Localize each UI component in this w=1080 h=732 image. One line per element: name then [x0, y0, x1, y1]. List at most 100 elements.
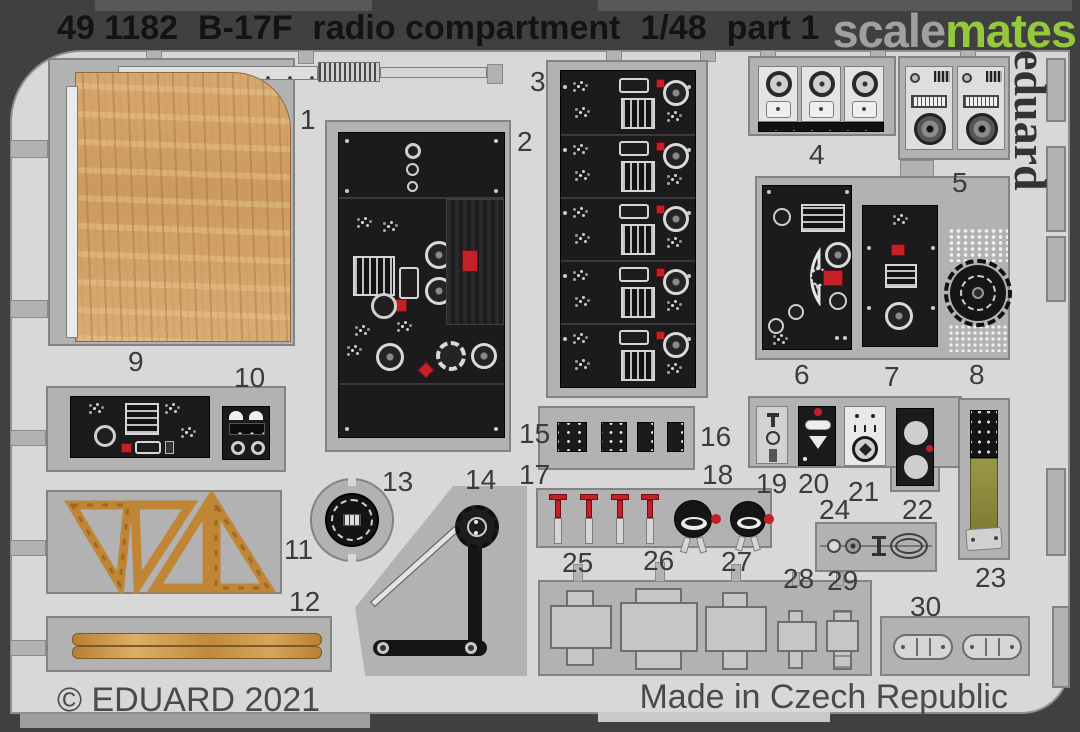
fret-tab [700, 50, 716, 62]
radio-module [561, 136, 695, 199]
part-label-1: 1 [300, 104, 316, 135]
hinge-strip [380, 67, 487, 78]
pilot-light-icon [910, 73, 920, 83]
screw-dot [931, 306, 935, 310]
screw-dot [687, 85, 691, 89]
watermark-mates: mates [945, 4, 1077, 57]
part-12-wood-rail [72, 646, 322, 659]
red-placard [462, 250, 478, 272]
arm-eye-icon [377, 642, 389, 654]
part-label-14: 14 [465, 464, 497, 495]
part-30-hinge-fitting [893, 634, 953, 660]
lever-shaft [617, 500, 623, 518]
part-24-centerline [820, 545, 932, 547]
hinge-bracket [487, 64, 503, 84]
hinge-coil [318, 62, 380, 82]
set-name: radio compartment [312, 9, 621, 47]
part-19-bracket [756, 406, 788, 464]
part-label-16: 16 [700, 421, 732, 452]
part-12-wood-rail [72, 633, 322, 646]
part-number-text: part 1 [726, 9, 820, 47]
part-label-2: 2 [517, 126, 533, 157]
knob-icon [825, 242, 851, 268]
copyright-text: © EDUARD 2021 [57, 681, 321, 719]
part-label-19: 19 [756, 468, 788, 499]
red-indicator [656, 142, 665, 151]
module-tuner-window [621, 287, 655, 318]
screw-dot [845, 190, 849, 194]
fret-tab [792, 572, 800, 586]
linkage-ring-icon [827, 539, 841, 553]
jack-ring-icon [773, 208, 791, 226]
screw-dot [843, 336, 847, 340]
dome-icon [229, 411, 243, 420]
screw-dot [563, 211, 567, 215]
placard-speck [671, 367, 674, 370]
screw-dot [687, 148, 691, 152]
lever-head [611, 494, 629, 500]
part-label-29: 29 [827, 565, 859, 596]
v-pointer-icon [809, 436, 827, 449]
jack-ring-icon [405, 143, 421, 159]
part-1-wood-panel [75, 72, 291, 342]
red-indicator [656, 205, 665, 214]
part-label-24: 24 [819, 494, 851, 525]
red-indicator [656, 268, 665, 277]
part-14-vertical-arm [468, 545, 482, 647]
part-label-27: 27 [721, 546, 753, 577]
fret-tab [655, 562, 665, 582]
dome-icon [249, 411, 263, 420]
screw-dot [494, 139, 498, 143]
rivet-dot [970, 537, 976, 542]
part-label-18: 18 [702, 459, 734, 490]
box-flap [826, 620, 859, 652]
module-display [619, 141, 649, 156]
fret-tab [10, 300, 48, 318]
fret-tab [836, 572, 844, 586]
module-display [619, 330, 649, 345]
placard-speck [577, 85, 580, 88]
part-23-top-block [970, 410, 998, 458]
part-2-radio-panel [338, 132, 505, 438]
part-1-hinge-rail [66, 86, 78, 338]
lever-head [641, 494, 659, 500]
grommet-icon [766, 431, 780, 445]
jack-ring-icon [829, 292, 847, 310]
screw-dot [687, 211, 691, 215]
screw-dot [563, 148, 567, 152]
part-8-speaker-disc [944, 259, 1012, 327]
part-17-lever [611, 494, 629, 546]
knob-band-core [741, 519, 757, 526]
part-14-horizontal-arm [373, 640, 487, 656]
knob-icon [663, 143, 689, 169]
part-label-15: 15 [519, 418, 551, 449]
turnbuckle-icon [872, 536, 886, 556]
placard-speck [387, 225, 390, 228]
part-30-hinge-fitting [962, 634, 1022, 660]
jack-ring-icon [407, 181, 418, 192]
subject: B-17F [198, 9, 293, 47]
box-flap [777, 621, 817, 652]
knob-dot [474, 520, 478, 524]
screw-dot [803, 457, 807, 461]
knob-icon [471, 343, 497, 369]
part-label-13: 13 [382, 466, 414, 497]
knob-band-core [685, 519, 703, 526]
screw-dot [871, 414, 875, 418]
part-5-control-box [957, 66, 1005, 150]
red-switch [121, 443, 132, 453]
screw-dot [563, 337, 567, 341]
part-label-30: 30 [910, 591, 942, 622]
part-8-mesh-top [948, 228, 1008, 262]
part-4-instrument [758, 66, 798, 122]
placard-speck [401, 325, 404, 328]
gear-knob-icon [436, 341, 466, 371]
lever-stem [646, 518, 654, 544]
grommet-icon [231, 441, 245, 455]
part-16-faceplate [637, 422, 654, 452]
vent-block [986, 71, 1002, 82]
part-16-faceplate [667, 422, 684, 452]
plate-13-notch [348, 478, 356, 486]
red-dot-indicator [814, 408, 822, 416]
tick-mark [874, 425, 876, 432]
